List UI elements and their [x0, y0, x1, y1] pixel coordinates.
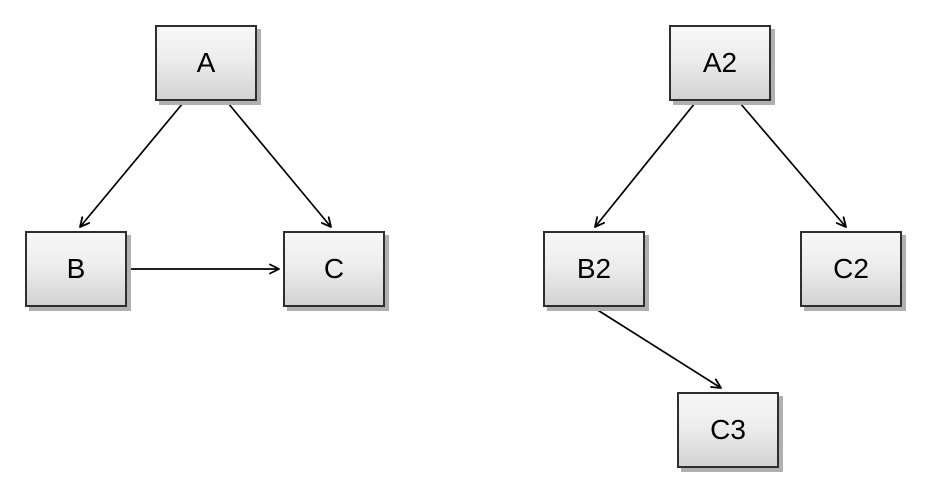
edge-A2-to-B2: [594, 102, 696, 228]
node-B: B: [25, 231, 127, 307]
node-C: C: [283, 231, 385, 307]
node-label: A2: [702, 47, 738, 78]
node-C2: C2: [800, 231, 902, 307]
node-C3: C3: [677, 392, 779, 468]
edge-A-to-B: [79, 102, 184, 228]
node-label: B2: [576, 253, 612, 284]
node-B2: B2: [543, 231, 645, 307]
node-label: C3: [710, 414, 746, 445]
edge-A2-to-C2: [739, 102, 847, 228]
node-A2: A2: [669, 25, 771, 101]
node-label: C: [323, 253, 345, 284]
node-A: A: [155, 25, 257, 101]
node-label: C2: [833, 253, 869, 284]
edge-A-to-C: [227, 102, 332, 228]
edge-B2-to-C3: [595, 308, 722, 389]
node-label: B: [66, 253, 86, 284]
node-label: A: [196, 47, 216, 78]
